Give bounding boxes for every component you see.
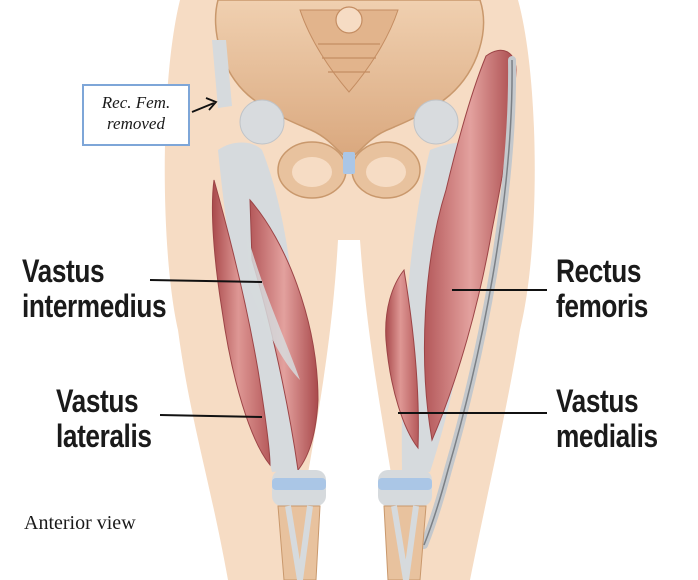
note-arrow [191, 102, 215, 113]
label-rectus-femoris: Rectus femoris [556, 253, 648, 325]
left-thigh-muscles [211, 40, 319, 472]
label-vastus-medialis: Vastus medialis [556, 383, 658, 455]
knees [272, 470, 432, 580]
label-line: Vastus [22, 253, 105, 289]
view-caption: Anterior view [24, 512, 136, 534]
leader-vastus-lateralis [159, 414, 263, 418]
label-line: Vastus [56, 383, 139, 419]
removed-note-box: Rec. Fem. removed [82, 84, 190, 146]
pelvis [214, 0, 485, 199]
label-line: medialis [556, 418, 658, 455]
label-vastus-lateralis: Vastus lateralis [56, 383, 152, 455]
label-line: lateralis [56, 418, 152, 455]
leader-vastus-intermedius [149, 279, 263, 283]
right-thigh-muscles [385, 49, 517, 549]
label-line: Vastus [556, 383, 639, 419]
note-line: removed [107, 114, 165, 134]
label-line: intermedius [22, 288, 167, 325]
label-vastus-intermedius: Vastus intermedius [22, 253, 167, 325]
label-line: femoris [556, 288, 648, 325]
label-line: Rectus [556, 253, 642, 289]
leader-lines [149, 97, 547, 418]
note-line: Rec. Fem. [101, 93, 171, 112]
